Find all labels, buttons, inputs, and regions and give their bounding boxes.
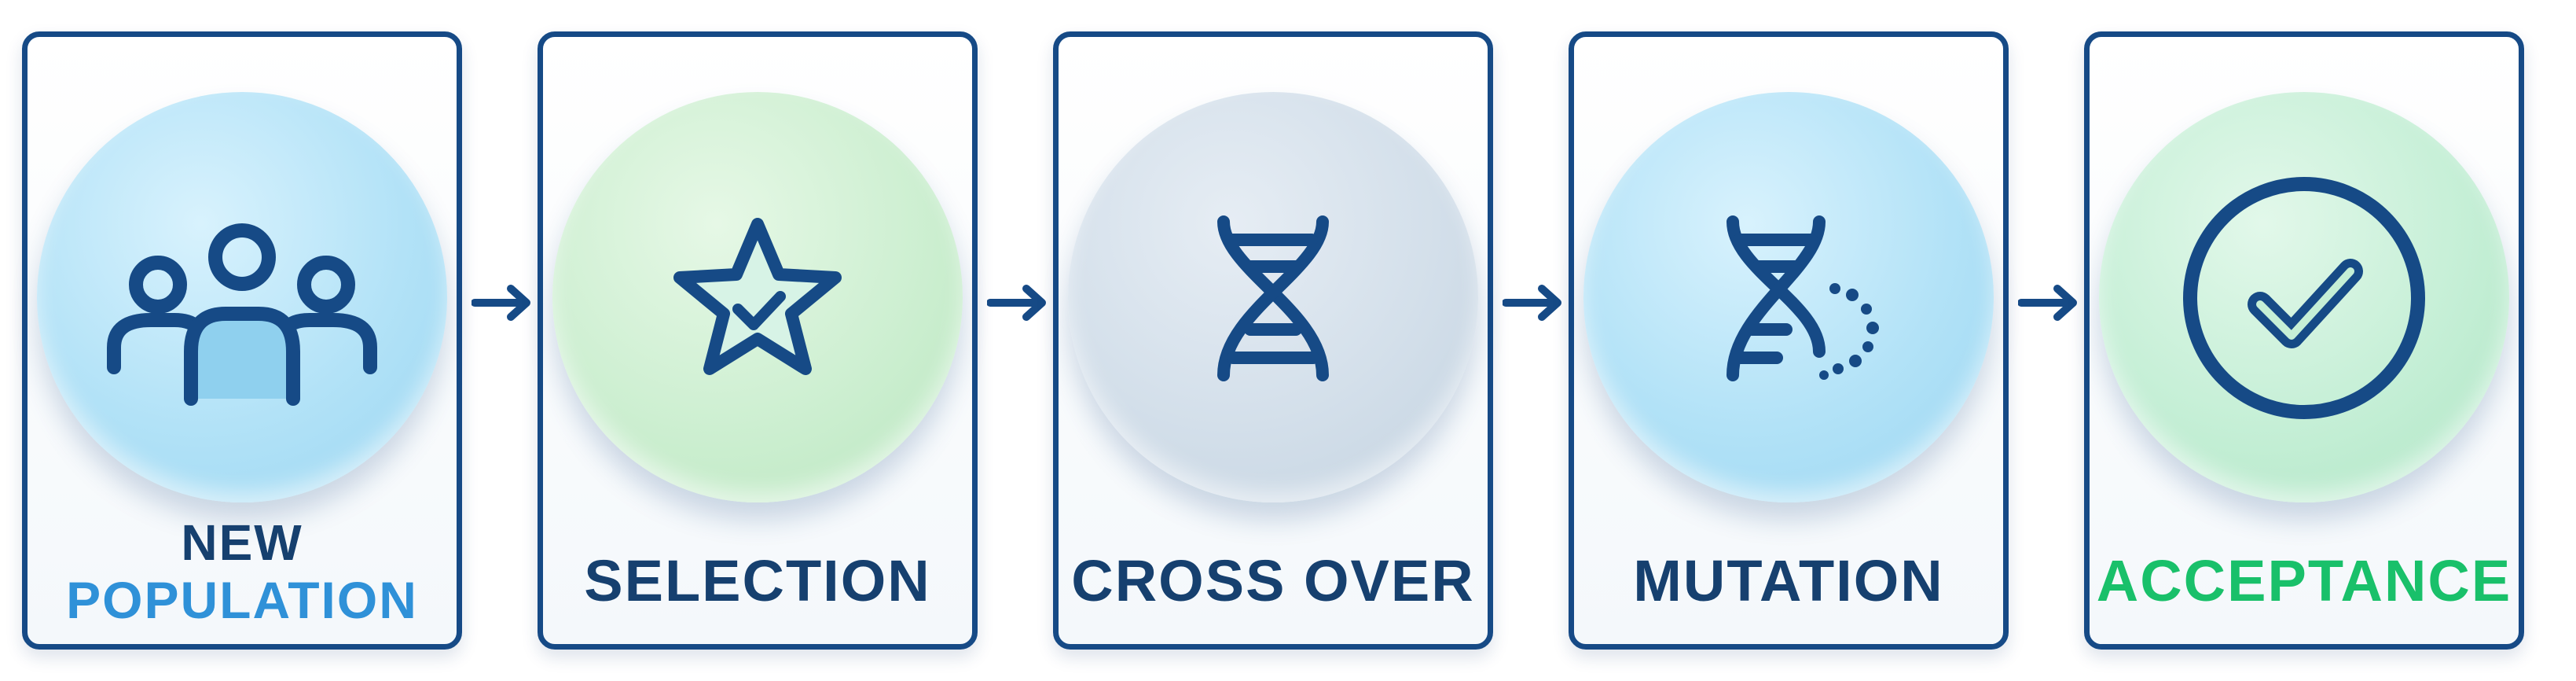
step-card-cross-over: CROSS OVER bbox=[1053, 31, 1493, 650]
arrow-right-icon bbox=[987, 285, 1046, 321]
step-label: ACCEPTANCE bbox=[2096, 548, 2512, 613]
step-card-acceptance: ACCEPTANCE bbox=[2084, 31, 2524, 650]
step-label-line2: POPULATION bbox=[66, 571, 418, 629]
icon-circle bbox=[37, 92, 447, 502]
step-card-new-population: NEW POPULATION bbox=[22, 31, 462, 650]
step-card-selection: SELECTION bbox=[538, 31, 978, 650]
arrow-right-icon bbox=[1503, 285, 1561, 321]
star-check-icon bbox=[673, 218, 842, 375]
step-label: MUTATION bbox=[1633, 548, 1944, 613]
icon-circle bbox=[1583, 92, 1994, 502]
icon-circle bbox=[2099, 92, 2509, 502]
step-label: SELECTION bbox=[584, 548, 931, 613]
step-label-line1: NEW bbox=[181, 514, 303, 571]
icon-circle bbox=[1068, 92, 1478, 502]
step-card-mutation: MUTATION bbox=[1569, 31, 2009, 650]
icon-circle bbox=[552, 92, 963, 502]
arrow-right-icon bbox=[472, 285, 530, 321]
dna-mutation-icon bbox=[1727, 215, 1879, 381]
people-group-icon bbox=[107, 223, 377, 406]
step-label: CROSS OVER bbox=[1071, 548, 1475, 613]
dna-icon bbox=[1217, 215, 1329, 381]
arrow-right-icon bbox=[2018, 285, 2077, 321]
check-circle-icon bbox=[2183, 177, 2425, 419]
